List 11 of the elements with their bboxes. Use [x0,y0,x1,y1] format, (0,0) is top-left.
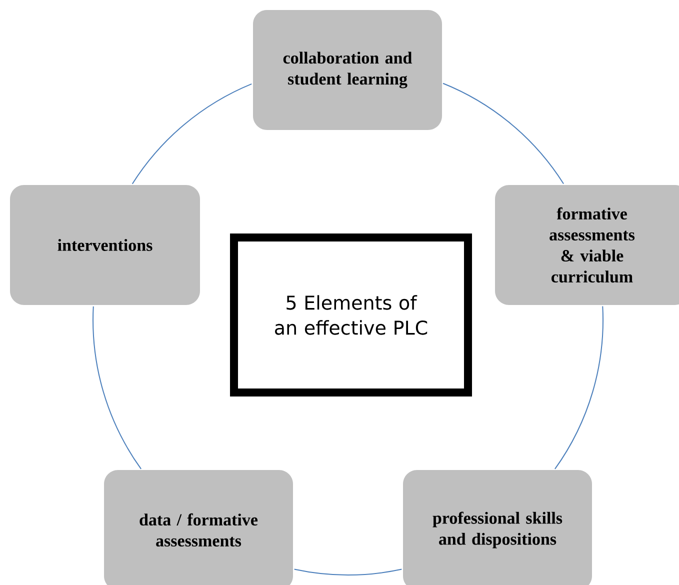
step-box: collaboration and student learning [253,10,442,130]
connector-arc [554,306,604,470]
step-box: professional skills and dispositions [403,470,592,585]
connector-arc [294,568,402,576]
connector-arc [92,306,142,470]
step-box: data / formative assessments [104,470,293,585]
title-box: 5 Elements of an effective PLC [230,234,472,396]
connector-arc [442,82,564,184]
step-box: formative assessments & viable curriculum [495,185,679,305]
step-box: interventions [10,185,200,305]
connector-arc [132,83,252,184]
